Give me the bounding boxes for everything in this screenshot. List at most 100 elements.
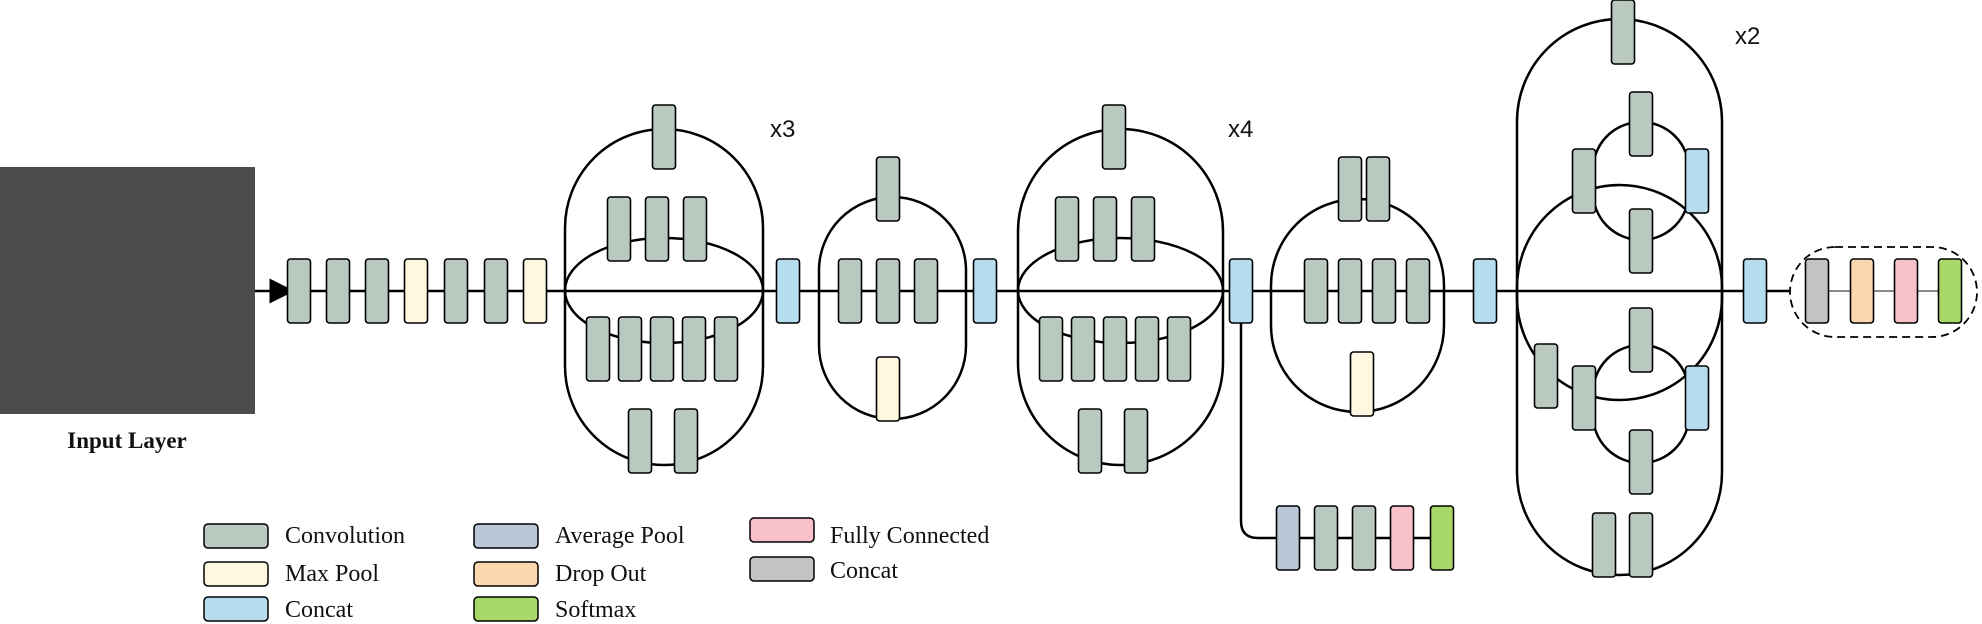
concat-gray-block-63 <box>1804 258 1830 324</box>
convolution-block-7 <box>651 104 677 170</box>
input-layer-box <box>0 167 255 414</box>
max-pool-block-6 <box>522 258 548 324</box>
convolution-block-15 <box>713 316 739 382</box>
softmax-block-66 <box>1937 258 1963 324</box>
max-pool-block-48 <box>1349 351 1375 417</box>
branch-loop <box>1515 183 1724 402</box>
concat-block-62 <box>1742 258 1768 324</box>
max-pool-block-3 <box>403 258 429 324</box>
fully-connected-block-65 <box>1893 258 1919 324</box>
legend-item-fully-connected: Fully Connected <box>749 517 989 549</box>
convolution-block-10 <box>682 196 708 262</box>
concat-block-36 <box>1228 258 1254 324</box>
convolution-block-43 <box>1365 156 1391 222</box>
branch-loop <box>563 127 765 467</box>
legend-label-max-pool: Max Pool <box>285 561 379 587</box>
convolution-block-50 <box>1610 0 1636 65</box>
convolution-block-51 <box>1628 91 1654 157</box>
convolution-block-11 <box>585 316 611 382</box>
convolution-block-25 <box>1101 104 1127 170</box>
concat-block-24 <box>972 258 998 324</box>
legend-item-drop-out: Drop Out <box>473 561 647 587</box>
concat-block-58 <box>1684 365 1710 431</box>
repeat-label-block-c: x2 <box>1735 23 1760 50</box>
legend-swatch-convolution <box>203 523 269 549</box>
legend-swatch-concat <box>203 596 269 622</box>
classifier-group-outline <box>1789 246 1978 338</box>
legend-item-average-pool: Average Pool <box>473 523 685 549</box>
connection-line <box>1239 323 1454 540</box>
connection-lines <box>255 17 1978 577</box>
convolution-block-54 <box>1628 208 1654 274</box>
legend-swatch-fully-connected <box>749 517 815 543</box>
legend-label-fully-connected: Fully Connected <box>830 523 989 549</box>
convolution-block-44 <box>1303 258 1329 324</box>
layer-blocks <box>286 0 1963 578</box>
convolution-block-55 <box>1628 307 1654 373</box>
convolution-block-34 <box>1077 408 1103 474</box>
convolution-block-9 <box>644 196 670 262</box>
softmax-block-41 <box>1429 505 1455 571</box>
convolution-block-61 <box>1628 512 1654 578</box>
convolution-block-32 <box>1134 316 1160 382</box>
convolution-block-31 <box>1102 316 1128 382</box>
repeat-label-block-b: x4 <box>1228 116 1253 143</box>
legend-label-concat: Concat <box>285 597 353 623</box>
convolution-block-4 <box>443 258 469 324</box>
branch-loop <box>1515 17 1724 577</box>
convolution-block-14 <box>681 316 707 382</box>
legend-label-concat-gray: Concat <box>830 558 898 584</box>
legend-label-convolution: Convolution <box>285 523 405 549</box>
max-pool-block-23 <box>875 356 901 422</box>
legend-swatch-max-pool <box>203 561 269 587</box>
convolution-block-2 <box>364 258 390 324</box>
legend-swatch-concat-gray <box>749 556 815 582</box>
legend-item-convolution: Convolution <box>203 523 405 549</box>
convolution-block-16 <box>627 408 653 474</box>
convolution-block-52 <box>1571 148 1597 214</box>
convolution-block-38 <box>1313 505 1339 571</box>
legend-item-softmax: Softmax <box>473 596 636 623</box>
legend-item-max-pool: Max Pool <box>203 561 379 587</box>
convolution-block-28 <box>1130 196 1156 262</box>
repeat-label-block-a: x3 <box>770 116 795 143</box>
convolution-block-33 <box>1166 316 1192 382</box>
legend-swatch-drop-out <box>473 561 539 587</box>
convolution-block-60 <box>1591 512 1617 578</box>
fully-connected-block-40 <box>1389 505 1415 571</box>
convolution-block-57 <box>1571 365 1597 431</box>
legend: Convolution Max Pool Concat Average Pool… <box>203 517 989 623</box>
convolution-block-20 <box>837 258 863 324</box>
convolution-block-19 <box>875 156 901 222</box>
convolution-block-42 <box>1337 156 1363 222</box>
convolution-block-46 <box>1371 258 1397 324</box>
convolution-block-0 <box>286 258 312 324</box>
convolution-block-21 <box>875 258 901 324</box>
convolution-block-47 <box>1405 258 1431 324</box>
legend-label-average-pool: Average Pool <box>555 523 685 549</box>
concat-block-18 <box>775 258 801 324</box>
legend-swatch-softmax <box>473 596 539 622</box>
convolution-block-56 <box>1533 343 1559 409</box>
convolution-block-1 <box>325 258 351 324</box>
convolution-block-26 <box>1054 196 1080 262</box>
average-pool-block-37 <box>1275 505 1301 571</box>
legend-label-softmax: Softmax <box>555 597 636 623</box>
legend-swatch-average-pool <box>473 523 539 549</box>
convolution-block-30 <box>1070 316 1096 382</box>
legend-item-concat: Concat <box>203 596 353 623</box>
convolution-block-45 <box>1337 258 1363 324</box>
drop-out-block-64 <box>1849 258 1875 324</box>
convolution-block-39 <box>1351 505 1377 571</box>
legend-item-concat-gray: Concat <box>749 556 898 584</box>
convolution-block-27 <box>1092 196 1118 262</box>
convolution-block-13 <box>649 316 675 382</box>
convolution-block-17 <box>673 408 699 474</box>
convolution-block-8 <box>606 196 632 262</box>
branch-loop <box>1016 127 1225 467</box>
convolution-block-35 <box>1123 408 1149 474</box>
concat-block-53 <box>1684 148 1710 214</box>
convolution-block-59 <box>1628 429 1654 495</box>
convolution-block-5 <box>483 258 509 324</box>
